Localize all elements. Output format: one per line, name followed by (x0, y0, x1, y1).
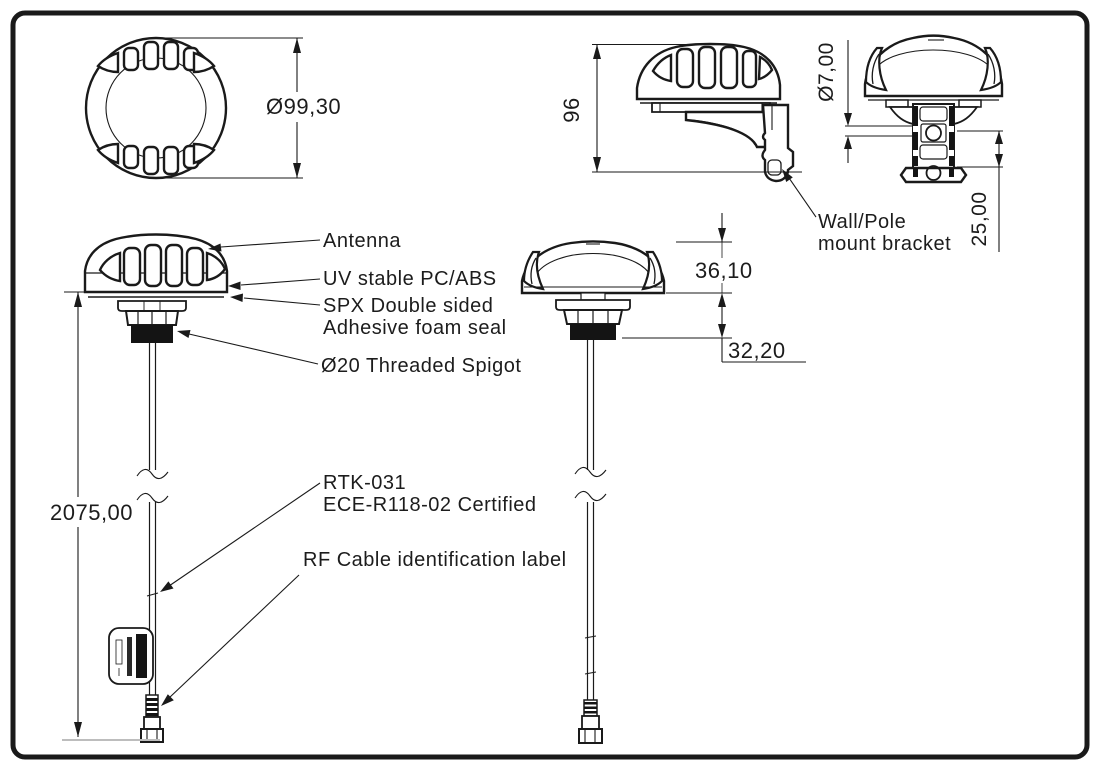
side-vents (864, 46, 1003, 92)
cable-break-bottom (136, 492, 169, 504)
dim-text-radome-height: 36,10 (695, 258, 753, 283)
threaded-spigot (117, 300, 187, 343)
dim-mount-hole-diameter: Ø7,00 (815, 40, 913, 163)
wall-bracket (684, 103, 795, 183)
vent-slots (651, 45, 774, 90)
callouts: Antenna UV stable PC/ABS SPX Double side… (160, 230, 567, 706)
bracket-front-view: Ø7,00 25,00 Wall/Pole mount bracket (782, 34, 1004, 255)
dim-outer-diameter: Ø99,30 (162, 37, 341, 179)
front-view-with-cable: 36,10 32,20 (520, 213, 806, 744)
callout-text-antenna: Antenna (323, 230, 401, 252)
threads (131, 325, 173, 343)
cable-break-top (136, 468, 169, 480)
top-view: Ø99,30 (84, 36, 341, 180)
mount-plate (651, 102, 771, 113)
callout-wall-pole-bracket: Wall/Pole mount bracket (782, 169, 951, 255)
cable-break-top (574, 466, 607, 478)
radome-crown-line (534, 253, 652, 277)
dim-text-height-96: 96 (559, 97, 584, 122)
threaded-spigot (555, 292, 631, 340)
vent-slots (98, 243, 227, 288)
vent-slots-top (96, 40, 216, 74)
dim-text-cable-length: 2075,00 (50, 500, 133, 525)
dim-text-spigot-height: 32,20 (728, 338, 786, 363)
threads (570, 324, 616, 340)
callout-text-seal-1: SPX Double sided (323, 295, 493, 317)
callout-text-model: RTK-031 (323, 472, 406, 494)
dim-text-hole-pitch: 25,00 (968, 191, 991, 246)
callout-text-spigot: Ø20 Threaded Spigot (321, 355, 521, 377)
dim-mount-hole-pitch: 25,00 (957, 130, 1003, 252)
radome-inner-edge (105, 57, 207, 159)
bracket-side-view: 96 (559, 42, 802, 183)
dim-text-diameter: Ø99,30 (266, 94, 341, 119)
callout-text-rf-label: RF Cable identification label (303, 549, 567, 571)
callout-text-wall-pole-1: Wall/Pole (818, 211, 906, 233)
rf-connector (578, 699, 603, 744)
cable-identification-label (108, 627, 154, 685)
dim-text-hole-dia: Ø7,00 (815, 42, 838, 102)
dim-radome-and-spigot-height: 36,10 32,20 (622, 213, 806, 363)
mount-hole-upper (925, 124, 942, 142)
callout-text-wall-pole-2: mount bracket (818, 233, 951, 255)
page-border (10, 10, 1090, 760)
callout-text-radome: UV stable PC/ABS (323, 268, 497, 290)
radome-crown-line (875, 49, 992, 69)
vent-slots-bottom (96, 142, 216, 176)
mount-hole-lower (925, 165, 942, 181)
radome-outline (84, 36, 228, 180)
dim-cable-length: 2075,00 (50, 291, 133, 737)
bracket-column (885, 99, 982, 184)
rf-connector (140, 694, 164, 743)
callout-text-certification: ECE-R118-02 Certified (323, 494, 537, 516)
cable-break-bottom (574, 490, 607, 502)
side-view-with-cable: 2075,00 Antenna UV stable PC/ABS SPX Dou… (50, 230, 567, 743)
callout-text-seal-2: Adhesive foam seal (323, 317, 507, 339)
dim-overall-height: 96 (559, 43, 802, 173)
rf-cable (574, 340, 607, 700)
